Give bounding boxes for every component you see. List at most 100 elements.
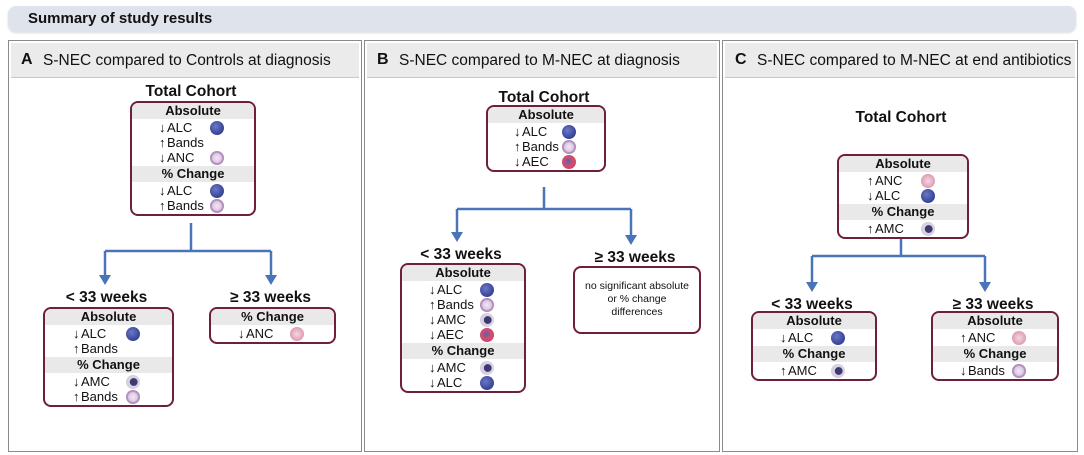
metric-label: ANC: [167, 150, 195, 165]
metric-label: AMC: [788, 363, 817, 378]
up-arrow-icon: ↑: [867, 173, 874, 188]
down-arrow-icon: ↓: [159, 120, 166, 135]
down-arrow-icon: ↓: [780, 330, 787, 345]
under-33-weeks-box: Absolute↓ALC% Change↑AMC: [751, 311, 877, 381]
metric-label: ANC: [246, 326, 274, 341]
section-rows: ↓ANC: [211, 325, 334, 342]
down-arrow-icon: ↓: [514, 124, 521, 139]
section-rows: ↓ALC↑Bands↓AMC↓AEC: [402, 281, 524, 343]
section-label: % Change: [753, 346, 875, 362]
total-cohort-box: Absolute↓ALC↑Bands↓ANC% Change↓ALC↑Bands: [130, 101, 256, 216]
section-rows: ↓ALC↑Bands: [132, 182, 254, 214]
metric-row: ↑Bands: [132, 135, 254, 150]
metric-label: ALC: [81, 326, 107, 341]
metric-row: ↓AMC: [402, 360, 524, 375]
lymphocyte-icon: [562, 125, 576, 139]
section-rows: ↓ALC: [753, 329, 875, 346]
over-33-weeks-title: ≥ 33 weeks: [952, 296, 1034, 313]
down-arrow-icon: ↓: [429, 327, 436, 342]
metric-row: ↑AMC: [753, 363, 875, 378]
under-33-weeks-box: Absolute↓ALC↑Bands↓AMC↓AEC% Change↓AMC↓A…: [400, 263, 526, 393]
over-33-weeks-title: ≥ 33 weeks: [594, 249, 676, 266]
section-rows: ↑AMC: [753, 362, 875, 379]
section-rows: ↓AMC↓ALC: [402, 359, 524, 391]
lymphocyte-icon: [921, 189, 935, 203]
over-33-weeks-box: no significant absolute or % change diff…: [573, 266, 701, 334]
total-cohort-box: Absolute↑ANC↓ALC% Change↑AMC: [837, 154, 969, 239]
metric-row: ↓ALC: [839, 188, 967, 203]
metric-label: Bands: [968, 363, 1005, 378]
metric-row: ↑Bands: [402, 297, 524, 312]
metric-row: ↑AMC: [839, 221, 967, 236]
section-rows: ↑AMC: [839, 220, 967, 237]
up-arrow-icon: ↑: [960, 330, 967, 345]
metric-label: Bands: [81, 341, 118, 356]
total-cohort-title: Total Cohort: [498, 89, 590, 106]
neutrophil-icon: [290, 327, 304, 341]
up-arrow-icon: ↑: [514, 139, 521, 154]
band-cell-icon: [562, 140, 576, 154]
section-label: % Change: [211, 309, 334, 325]
metric-row: ↓ALC: [753, 330, 875, 345]
metric-row: ↓ALC: [402, 375, 524, 390]
down-arrow-icon: ↓: [159, 183, 166, 198]
metric-label: Bands: [167, 198, 204, 213]
down-arrow-icon: ↓: [429, 312, 436, 327]
metric-row: ↓ANC: [211, 326, 334, 341]
neutrophil-icon: [1012, 331, 1026, 345]
metric-row: ↓AMC: [45, 374, 172, 389]
metric-row: ↓AEC: [402, 327, 524, 342]
down-arrow-icon: ↓: [867, 188, 874, 203]
eosinophil-icon: [562, 155, 576, 169]
over-33-weeks-box: % Change↓ANC: [209, 307, 336, 344]
section-rows: ↑ANC: [933, 329, 1057, 346]
section-rows: ↓ALC↑Bands: [45, 325, 172, 357]
section-label: % Change: [132, 166, 254, 182]
up-arrow-icon: ↑: [429, 297, 436, 312]
monocyte-icon: [831, 364, 845, 378]
panel-title: S-NEC compared to M-NEC at diagnosis: [399, 52, 680, 69]
metric-label: AEC: [522, 154, 549, 169]
total-cohort-title: Total Cohort: [145, 83, 237, 100]
lymphocyte-icon: [831, 331, 845, 345]
section-label: Absolute: [933, 313, 1057, 329]
metric-label: Bands: [167, 135, 204, 150]
metric-row: ↑ANC: [933, 330, 1057, 345]
panel-title: S-NEC compared to Controls at diagnosis: [43, 52, 331, 69]
down-arrow-icon: ↓: [159, 150, 166, 165]
metric-label: AMC: [875, 221, 904, 236]
down-arrow-icon: ↓: [429, 282, 436, 297]
section-label: Absolute: [45, 309, 172, 325]
metric-label: ALC: [167, 183, 193, 198]
panel-letter: C: [735, 51, 747, 68]
under-33-weeks-title: < 33 weeks: [771, 296, 853, 313]
section-label: % Change: [45, 357, 172, 373]
tree-connectors: [806, 223, 991, 292]
panel-title: S-NEC compared to M-NEC at end antibioti…: [757, 52, 1072, 69]
metric-row: ↑Bands: [132, 198, 254, 213]
metric-row: ↑Bands: [45, 389, 172, 404]
arrowhead-icon: [451, 232, 463, 242]
band-cell-icon: [1012, 364, 1026, 378]
arrowhead-icon: [625, 235, 637, 245]
lymphocyte-icon: [480, 376, 494, 390]
monocyte-icon: [126, 375, 140, 389]
metric-row: ↓ANC: [132, 150, 254, 165]
metric-label: AMC: [437, 360, 466, 375]
section-rows: ↓Bands: [933, 362, 1057, 379]
down-arrow-icon: ↓: [73, 374, 80, 389]
metric-label: Bands: [437, 297, 474, 312]
down-arrow-icon: ↓: [514, 154, 521, 169]
metric-row: ↓AMC: [402, 312, 524, 327]
panel-header: C S-NEC compared to M-NEC at end antibiot…: [725, 43, 1075, 78]
up-arrow-icon: ↑: [73, 341, 80, 356]
down-arrow-icon: ↓: [960, 363, 967, 378]
band-cell-icon: [210, 199, 224, 213]
section-label: Absolute: [488, 107, 604, 123]
under-33-weeks-box: Absolute↓ALC↑Bands% Change↓AMC↑Bands: [43, 307, 174, 407]
metric-label: ALC: [167, 120, 193, 135]
over-33-weeks-box: Absolute↑ANC% Change↓Bands: [931, 311, 1059, 381]
